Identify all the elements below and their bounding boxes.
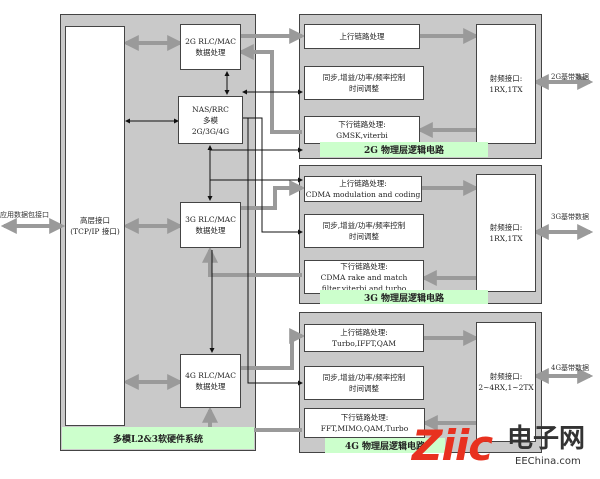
nas-rrc-box: NAS/RRC 多模 2G/3G/4G — [178, 96, 243, 144]
dl-2g-box: 下行链路处理: GMSK,viterbi — [304, 116, 420, 144]
dl-4g-box: 下行链路处理: FFT,MIMO,QAM,Turbo — [304, 408, 425, 438]
rf-3g-box: 射频接口: 1RX,1TX — [476, 174, 536, 292]
baseband-3g-label: 3G基带数据 — [551, 213, 590, 221]
dl-3g-box: 下行链路处理: CDMA rake and match filter,viter… — [304, 260, 424, 294]
ul-3g-label: 上行链路处理: CDMA modulation and coding — [305, 179, 421, 199]
ul-2g-box: 上行链路处理 — [304, 24, 420, 49]
rf-4g-label: 射频接口: 2~4RX,1~2TX — [478, 372, 534, 392]
baseband-4g-label: 4G基带数据 — [551, 364, 590, 372]
sync-2g-label: 同步,增益/功率/频率控制 时间调整 — [322, 73, 406, 93]
dl-2g-label: 下行链路处理: GMSK,viterbi — [336, 120, 388, 140]
phy-3g-title: 3G 物理层逻辑电路 — [320, 290, 488, 304]
software-system-title: 多模L2&3软硬件系统 — [62, 427, 254, 449]
ul-2g-label: 上行链路处理 — [339, 32, 385, 41]
baseband-2g-label: 2G基带数据 — [551, 73, 590, 81]
rlc-mac-2g-box: 2G RLC/MAC 数据处理 — [180, 24, 241, 70]
sync-3g-box: 同步,增益/功率/频率控制 时间调整 — [304, 214, 424, 248]
rlc-mac-2g-label: 2G RLC/MAC 数据处理 — [185, 37, 236, 57]
watermark-logo: Ziic — [412, 421, 493, 470]
sync-4g-label: 同步,增益/功率/频率控制 时间调整 — [322, 373, 406, 393]
sync-2g-box: 同步,增益/功率/频率控制 时间调整 — [304, 66, 424, 100]
rf-3g-label: 射频接口: 1RX,1TX — [489, 223, 523, 243]
high-layer-interface-box: 高层接口 (TCP/IP 接口) — [65, 26, 125, 426]
phy-4g-title: 4G 物理层逻辑电路 — [325, 438, 445, 453]
control-nas-sync4g — [247, 118, 303, 386]
nas-rrc-label: NAS/RRC 多模 2G/3G/4G — [191, 104, 230, 136]
dl-3g-label: 下行链路处理: CDMA rake and match filter,viter… — [320, 261, 408, 293]
rlc-mac-3g-label: 3G RLC/MAC 数据处理 — [185, 215, 236, 235]
watermark-cn: 电子网 — [507, 424, 586, 454]
rf-4g-box: 射频接口: 2~4RX,1~2TX — [476, 322, 536, 442]
rf-2g-label: 射频接口: 1RX,1TX — [489, 74, 523, 94]
high-layer-interface-label: 高层接口 (TCP/IP 接口) — [70, 216, 120, 236]
rlc-mac-4g-box: 4G RLC/MAC 数据处理 — [180, 354, 241, 408]
dl-4g-label: 下行链路处理: FFT,MIMO,QAM,Turbo — [320, 413, 409, 433]
rlc-mac-3g-box: 3G RLC/MAC 数据处理 — [180, 202, 241, 248]
ul-4g-label: 上行链路处理: Turbo,IFFT,QAM — [331, 328, 397, 348]
sync-4g-box: 同步,增益/功率/频率控制 时间调整 — [304, 366, 424, 400]
phy-2g-title: 2G 物理层逻辑电路 — [320, 142, 488, 157]
app-packet-interface-label: 应用数据包接口 — [0, 211, 49, 219]
ul-4g-box: 上行链路处理: Turbo,IFFT,QAM — [304, 324, 424, 352]
sync-3g-label: 同步,增益/功率/频率控制 时间调整 — [322, 221, 406, 241]
watermark-url: EEChina.com — [515, 456, 581, 467]
rlc-mac-4g-label: 4G RLC/MAC 数据处理 — [185, 371, 236, 391]
rf-2g-box: 射频接口: 1RX,1TX — [476, 24, 536, 144]
ul-3g-box: 上行链路处理: CDMA modulation and coding — [304, 176, 422, 202]
